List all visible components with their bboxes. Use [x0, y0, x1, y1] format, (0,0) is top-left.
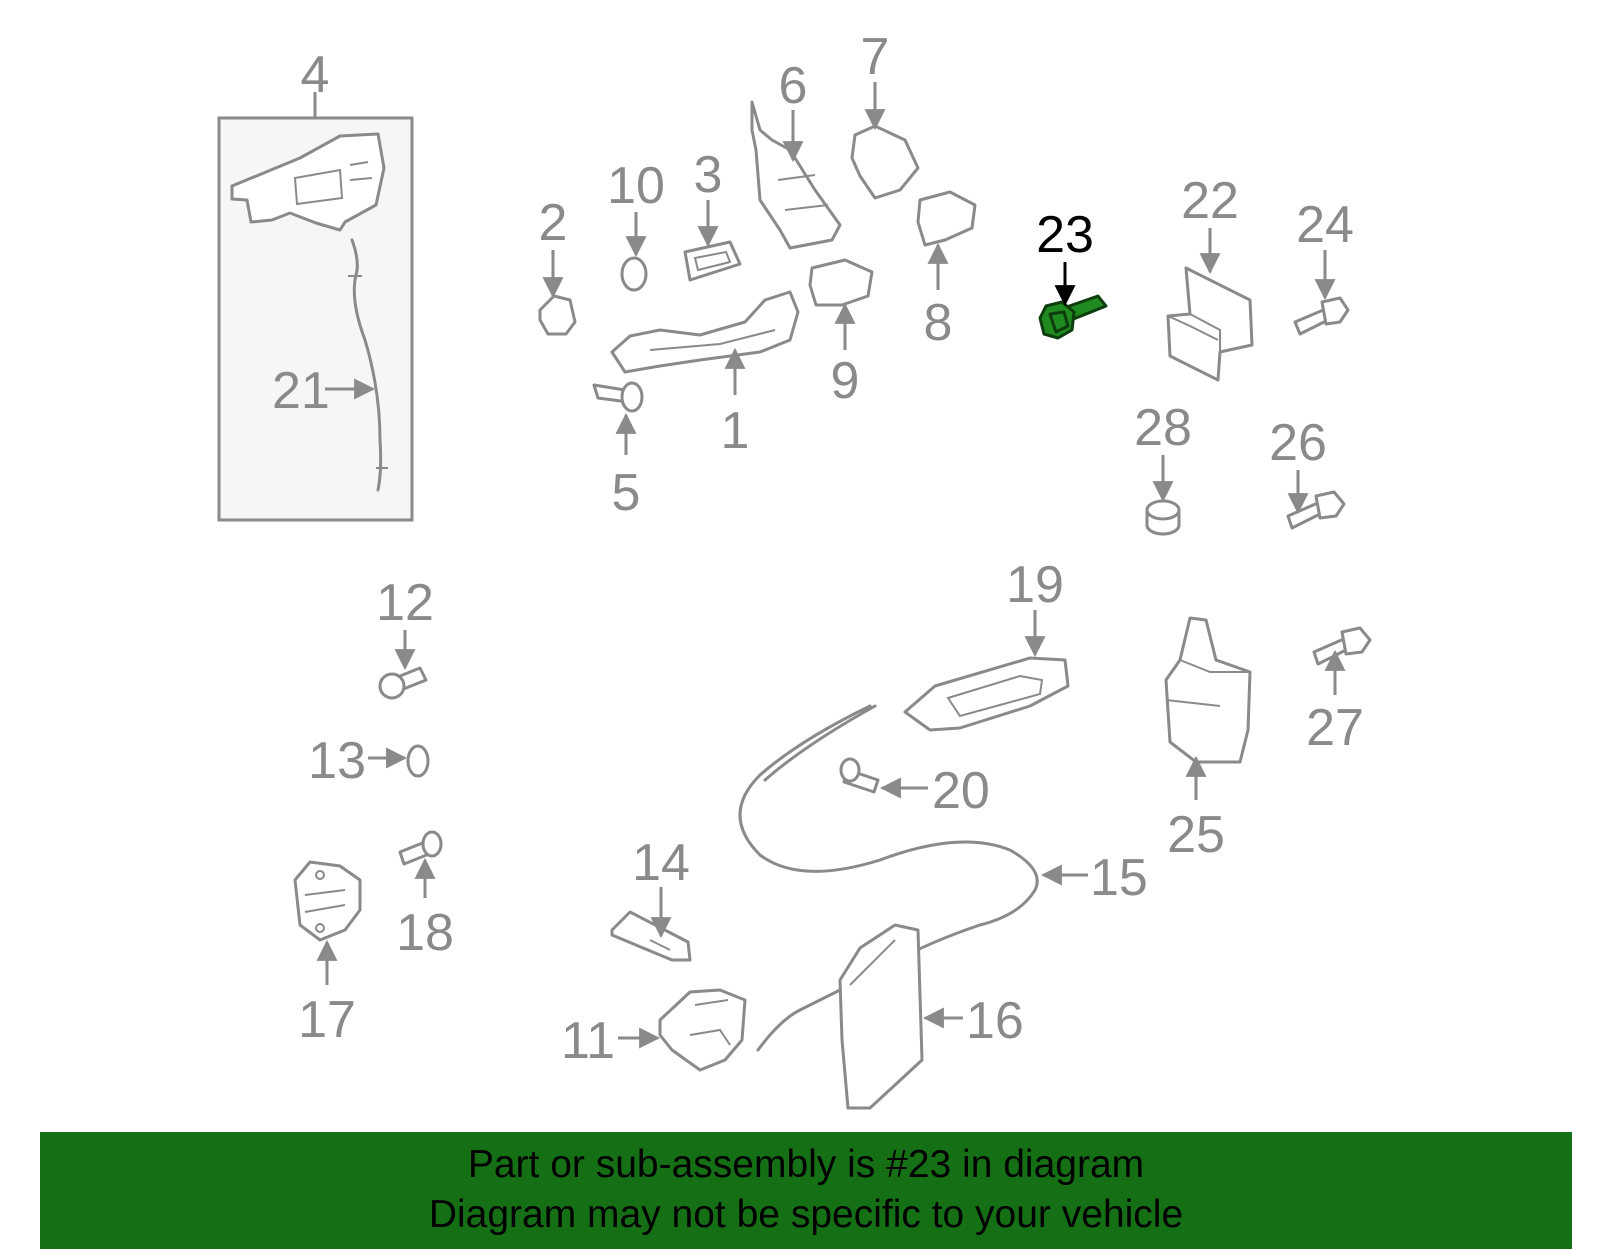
callout-4: 4 — [301, 46, 330, 104]
callout-19: 19 — [1006, 556, 1064, 614]
banner-line-1: Part or sub-assembly is #23 in diagram — [467, 1143, 1145, 1186]
callout-27: 27 — [1306, 699, 1364, 757]
part-10-ring — [620, 256, 648, 292]
callout-24: 24 — [1296, 196, 1354, 254]
part-13-ring — [406, 744, 430, 778]
callout-1: 1 — [721, 402, 750, 460]
callout-22: 22 — [1181, 172, 1239, 230]
part-23-bolt — [1038, 294, 1108, 340]
part-2 — [538, 294, 577, 336]
callout-3: 3 — [694, 146, 723, 204]
part-8 — [916, 190, 977, 247]
callout-14: 14 — [632, 834, 690, 892]
part-4-inner-handle — [230, 132, 386, 232]
part-26-bolt — [1286, 490, 1346, 530]
part-7 — [850, 124, 920, 200]
callout-17: 17 — [298, 991, 356, 1049]
part-6-lock-cylinder — [750, 100, 842, 250]
part-9 — [808, 258, 874, 307]
callout-15: 15 — [1090, 849, 1148, 907]
part-17-striker — [293, 860, 362, 942]
part-20-screw — [839, 757, 880, 794]
callout-2: 2 — [539, 194, 568, 252]
part-16-shield — [838, 923, 924, 1110]
part-3 — [683, 240, 742, 282]
part-24-bolt — [1293, 296, 1350, 336]
part-21-cable — [348, 238, 388, 492]
callout-8: 8 — [924, 294, 953, 352]
part-11-latch — [658, 988, 747, 1072]
callout-26: 26 — [1269, 414, 1327, 472]
part-27-bolt — [1312, 626, 1372, 666]
callout-7: 7 — [861, 28, 890, 86]
part-25-cover — [1164, 616, 1252, 764]
callout-28: 28 — [1134, 399, 1192, 457]
callout-21: 21 — [272, 362, 330, 420]
callout-6: 6 — [779, 57, 808, 115]
callout-18: 18 — [396, 904, 454, 962]
callout-25: 25 — [1167, 806, 1225, 864]
part-28-plug — [1145, 499, 1181, 536]
info-banner: Part or sub-assembly is #23 in diagram D… — [40, 1132, 1572, 1249]
part-1-outer-handle — [610, 290, 800, 374]
callout-16: 16 — [966, 992, 1024, 1050]
part-12-bolt — [378, 666, 428, 700]
part-5-screw — [592, 381, 644, 413]
callout-23: 23 — [1036, 206, 1094, 264]
part-19-inner-handle — [903, 656, 1070, 732]
callout-13: 13 — [308, 732, 366, 790]
callout-5: 5 — [612, 464, 641, 522]
part-14 — [610, 910, 692, 962]
part-18-bolt — [398, 830, 443, 866]
callout-10: 10 — [607, 157, 665, 215]
part-22-bracket — [1166, 266, 1254, 382]
banner-line-2: Diagram may not be specific to your vehi… — [428, 1193, 1184, 1236]
callout-11: 11 — [561, 1012, 615, 1070]
callout-12: 12 — [376, 574, 434, 632]
callout-9: 9 — [831, 352, 860, 410]
callout-20: 20 — [932, 762, 990, 820]
